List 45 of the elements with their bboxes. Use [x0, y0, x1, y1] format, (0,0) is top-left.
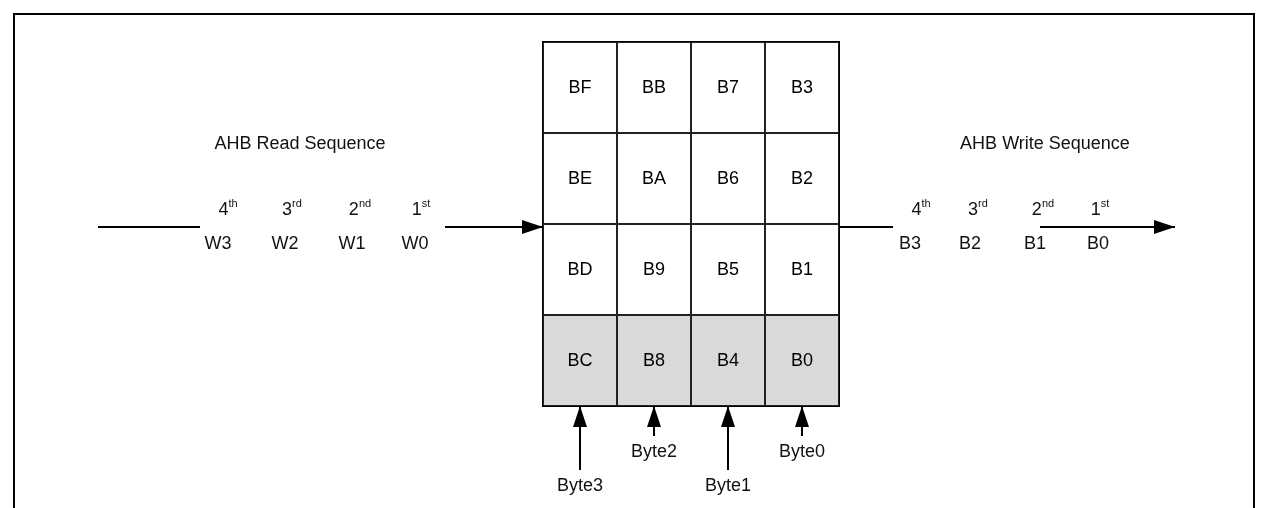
word-label: B0: [1087, 232, 1109, 254]
arrow: [838, 220, 1176, 234]
order-label: 1$^{st}$: [1090, 198, 1110, 220]
order-label: 4$^{th}$: [911, 198, 931, 220]
arrow: [573, 405, 587, 471]
order-label: 3$^{rd}$: [968, 198, 988, 220]
byte-label: Byte1: [705, 474, 751, 496]
byte-label: Byte0: [779, 440, 825, 462]
order-label: 4$^{th}$: [218, 198, 238, 220]
grid-cell: B3: [765, 42, 839, 133]
byte-label: Byte2: [631, 440, 677, 462]
grid-cell: B6: [691, 133, 765, 224]
grid-cell: BD: [543, 224, 617, 315]
word-label: W2: [271, 232, 299, 254]
arrow: [647, 405, 661, 437]
grid-cell: BE: [543, 133, 617, 224]
byte-label: Byte3: [557, 474, 603, 496]
grid-cell: BA: [617, 133, 691, 224]
grid-cell: B1: [765, 224, 839, 315]
order-label: 2$^{nd}$: [1031, 198, 1055, 220]
grid-cell: B2: [765, 133, 839, 224]
order-label: 1$^{st}$: [411, 198, 431, 220]
grid-cell: B9: [617, 224, 691, 315]
word-label: B3: [899, 232, 921, 254]
grid-cell: BC: [543, 315, 617, 406]
grid-cell: B5: [691, 224, 765, 315]
arrow: [97, 220, 544, 234]
grid-cell: BB: [617, 42, 691, 133]
word-label: W3: [204, 232, 232, 254]
grid-cell: B8: [617, 315, 691, 406]
byte-grid: [543, 42, 839, 406]
arrow: [721, 405, 735, 471]
word-label: W0: [401, 232, 429, 254]
grid-cell: B0: [765, 315, 839, 406]
sequence-title: AHB Read Sequence: [214, 132, 386, 154]
grid-cell: BF: [543, 42, 617, 133]
word-label: B1: [1024, 232, 1046, 254]
word-label: B2: [959, 232, 981, 254]
grid-cell: B4: [691, 315, 765, 406]
order-label: 3$^{rd}$: [282, 198, 302, 220]
arrow: [795, 405, 809, 437]
order-label: 2$^{nd}$: [348, 198, 372, 220]
grid-cell: B7: [691, 42, 765, 133]
word-label: W1: [338, 232, 366, 254]
sequence-title: AHB Write Sequence: [960, 132, 1130, 154]
